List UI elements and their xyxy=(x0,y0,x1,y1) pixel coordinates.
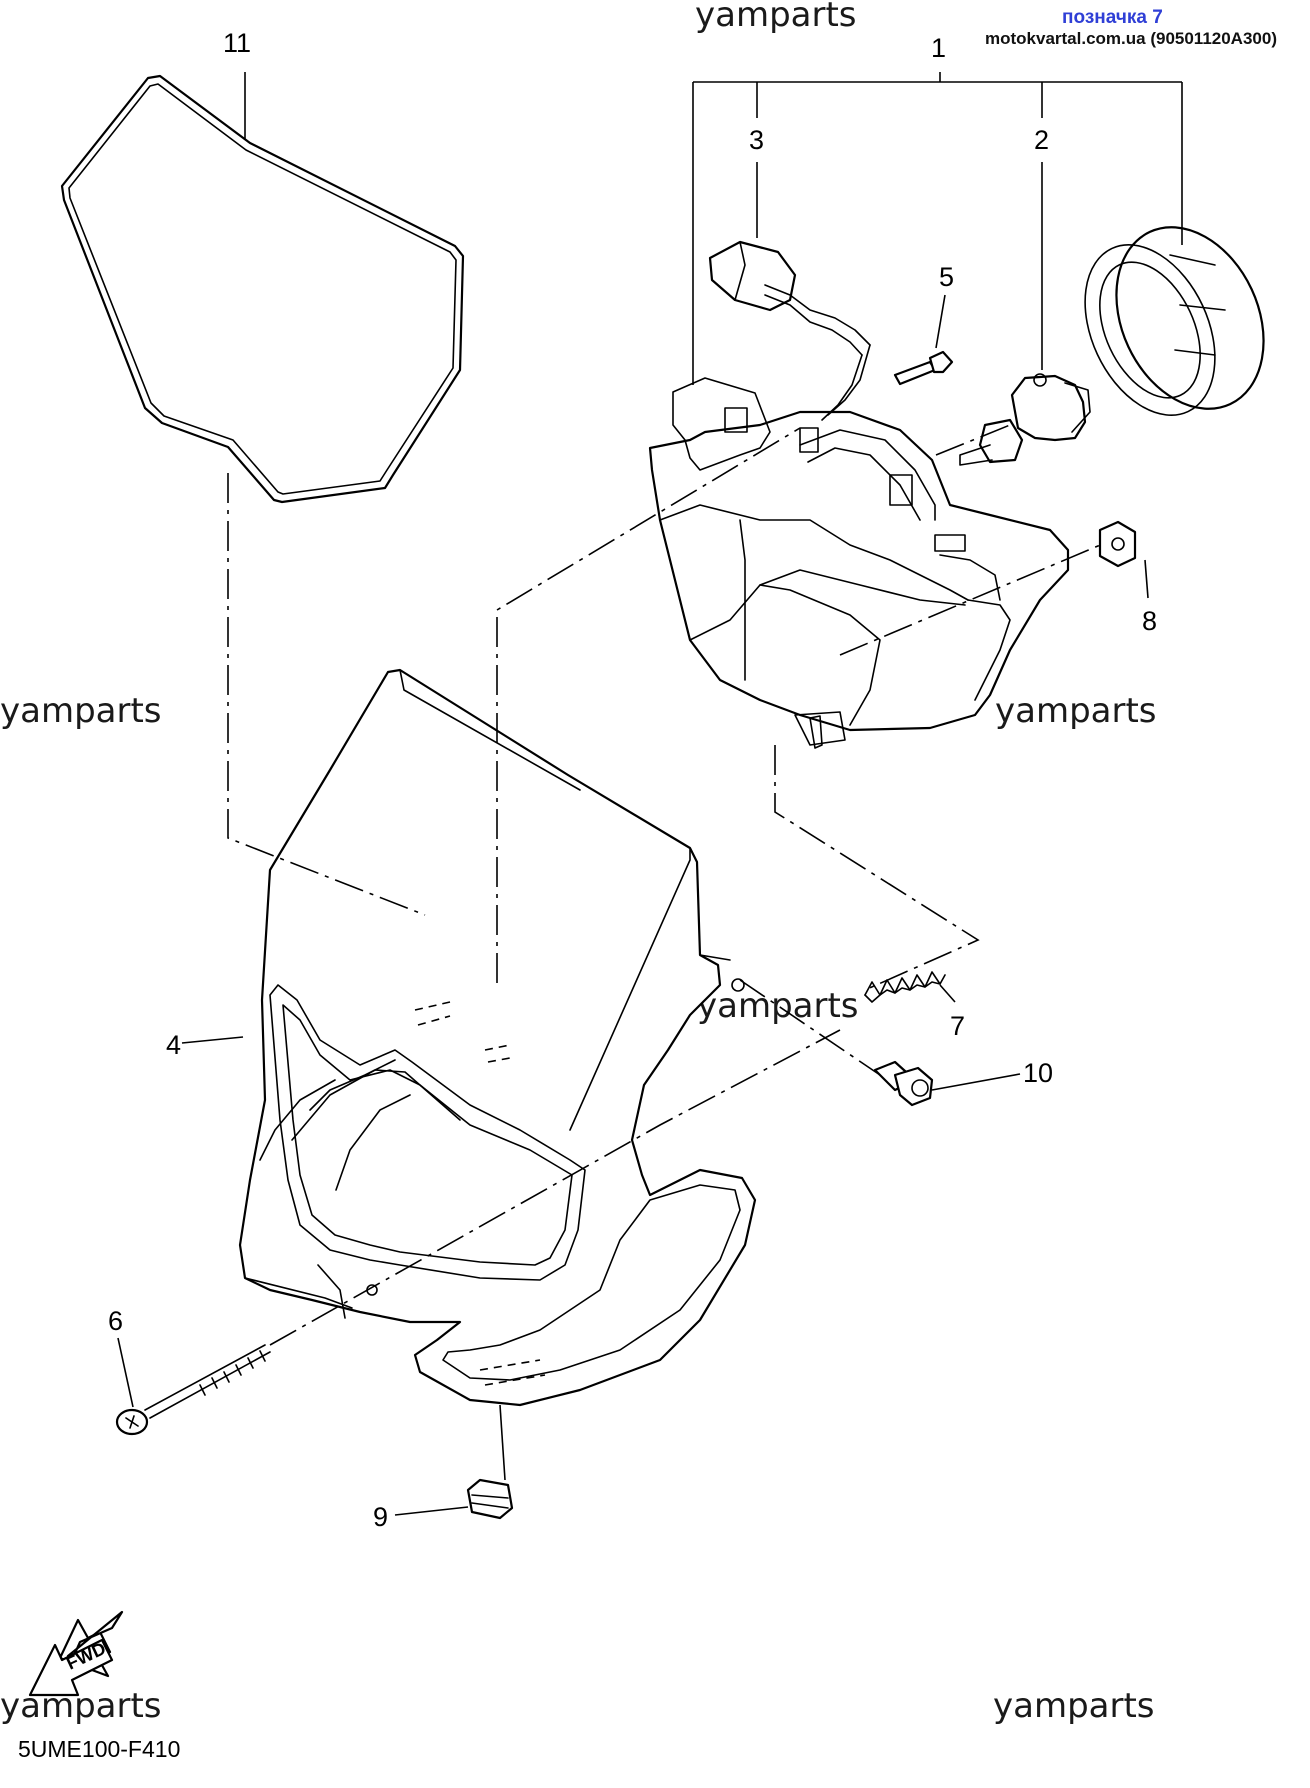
watermark: yamparts xyxy=(0,1686,162,1726)
part-7-spring xyxy=(864,971,946,1003)
part-8-nut xyxy=(1098,520,1137,568)
callout-number: 6 xyxy=(108,1306,123,1336)
part-9-grommet xyxy=(466,1478,514,1520)
part-4-headlight-cowl xyxy=(238,668,757,1407)
callout-number: 4 xyxy=(166,1030,181,1060)
assembly-lines xyxy=(227,424,1106,1346)
callout-number: 1 xyxy=(931,33,946,63)
callout-number: 9 xyxy=(373,1502,388,1532)
watermark: yamparts xyxy=(697,986,859,1026)
forward-arrow-icon: FWD xyxy=(28,1610,124,1697)
callout-leaders xyxy=(117,72,1183,1516)
part-6-long-screw xyxy=(115,1344,271,1436)
callout-number: 8 xyxy=(1142,606,1157,636)
callout-number: 10 xyxy=(1023,1058,1053,1088)
callout-number: 2 xyxy=(1034,125,1049,155)
callout-number: 7 xyxy=(950,1011,965,1041)
watermark: yamparts xyxy=(0,691,162,731)
marker-label: позначка 7 xyxy=(1062,7,1163,28)
part-10-bolt xyxy=(873,1060,934,1107)
callout-number: 11 xyxy=(223,28,251,58)
part-3-socket-harness xyxy=(708,240,871,421)
bulb-cover xyxy=(1084,226,1265,416)
part-2-bulb xyxy=(959,373,1091,466)
diagram-code: 5UME100-F410 xyxy=(18,1736,180,1762)
part-5-screw xyxy=(893,350,954,386)
part-11-seal xyxy=(60,74,465,504)
watermark: yamparts xyxy=(695,0,857,35)
watermark: yamparts xyxy=(993,1686,1155,1726)
callout-number: 3 xyxy=(749,125,764,155)
callout-number: 5 xyxy=(939,262,954,292)
source-reference: motokvartal.com.ua (90501120A300) xyxy=(985,29,1277,48)
watermark: yamparts xyxy=(995,691,1157,731)
part-1-headlight-unit xyxy=(648,377,1070,749)
